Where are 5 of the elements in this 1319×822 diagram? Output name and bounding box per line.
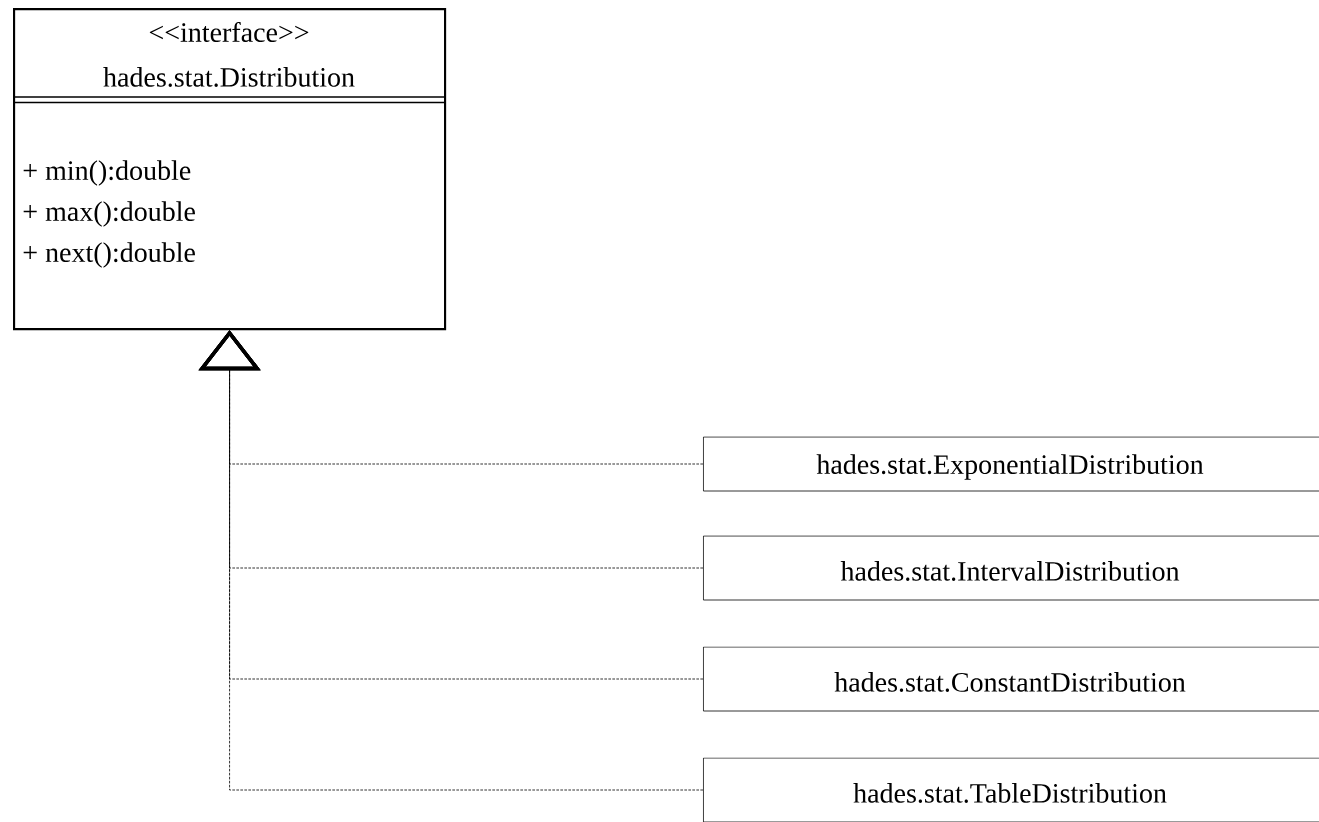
class-box: hades.stat.ConstantDistribution <box>703 646 1319 712</box>
class-box: hades.stat.ExponentialDistribution <box>703 436 1319 492</box>
class-box: hades.stat.TableDistribution <box>703 757 1319 822</box>
class-box: hades.stat.IntervalDistribution <box>703 535 1319 601</box>
class-box: <<interface>> hades.stat.Distribution + min():double + max():double + next():double <box>12 8 447 331</box>
